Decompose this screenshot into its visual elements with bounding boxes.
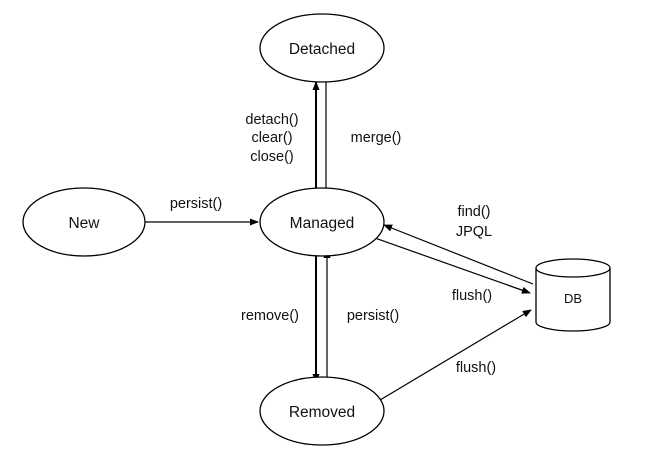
node-managed-label: Managed: [290, 215, 355, 232]
db-cylinder-top: [535, 258, 611, 278]
label-flush-removed: flush(): [456, 360, 496, 376]
node-removed: [259, 376, 385, 446]
node-detached: [259, 13, 385, 83]
node-db: [535, 258, 611, 332]
label-persist-removed: persist(): [347, 308, 399, 324]
edge-managed-to-db: [374, 237, 531, 294]
label-close: close(): [250, 149, 294, 165]
node-removed-label: Removed: [289, 404, 355, 421]
label-clear: clear(): [251, 130, 292, 146]
label-merge: merge(): [351, 130, 402, 146]
label-jpql: JPQL: [456, 224, 492, 240]
node-detached-label: Detached: [289, 41, 355, 58]
db-cylinder-body: [535, 268, 611, 332]
label-find: find(): [457, 204, 490, 220]
node-new-label: New: [68, 215, 100, 232]
edge-removed-to-db: [379, 309, 532, 401]
label-remove: remove(): [241, 308, 299, 324]
node-db-label: DB: [564, 291, 582, 306]
label-persist-new: persist(): [170, 196, 222, 212]
node-managed: [259, 187, 385, 257]
label-detach: detach(): [245, 112, 298, 128]
edge-db-to-managed: [383, 224, 534, 285]
label-flush-managed: flush(): [452, 288, 492, 304]
node-new: [22, 187, 146, 257]
